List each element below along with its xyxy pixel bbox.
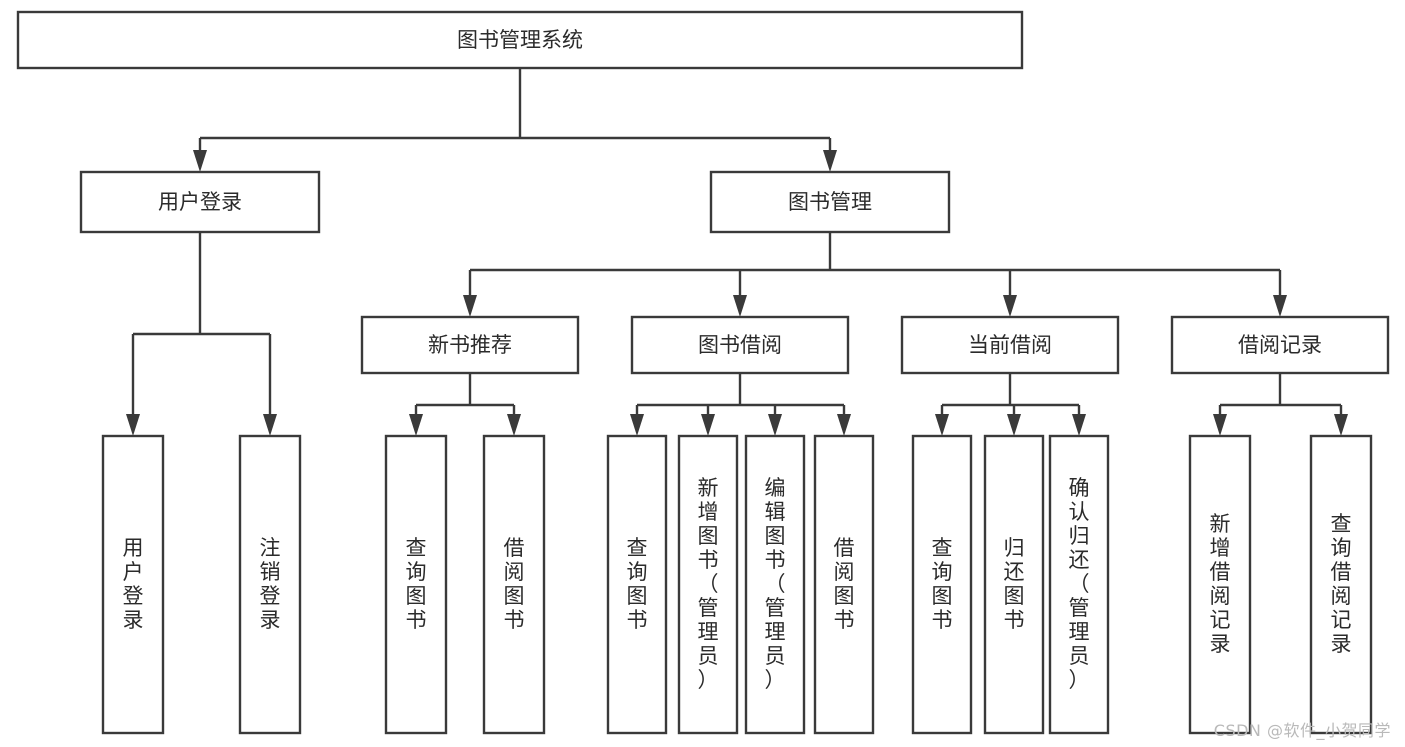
arrow-head-icon [630, 414, 644, 436]
node-box [482, 434, 546, 735]
node-leaf-4[interactable]: 查询图书 [606, 434, 668, 735]
arrow-head-icon [768, 414, 782, 436]
node-l3-3[interactable]: 借阅记录 [1170, 315, 1390, 375]
node-root-0[interactable]: 图书管理系统 [16, 10, 1024, 70]
node-box [911, 434, 973, 735]
node-leaf-10[interactable]: 确认归还（管理员） [1048, 434, 1110, 735]
node-box [384, 434, 448, 735]
node-leaf-9[interactable]: 归还图书 [983, 434, 1045, 735]
node-box [101, 434, 165, 735]
node-box [983, 434, 1045, 735]
node-label: 借阅图书 [834, 536, 855, 632]
node-label: 注销登录 [260, 536, 281, 632]
node-label: 编辑图书（管理员） [765, 476, 786, 692]
arrow-head-icon [935, 414, 949, 436]
arrow-head-icon [733, 295, 747, 317]
arrow-head-icon [837, 414, 851, 436]
node-l2-1[interactable]: 图书管理 [709, 170, 951, 234]
node-box [709, 170, 951, 234]
node-label: 新书推荐 [428, 333, 512, 357]
arrow-head-icon [193, 150, 207, 172]
watermark-label: CSDN @软件_小贺同学 [1213, 721, 1391, 740]
node-leaf-8[interactable]: 查询图书 [911, 434, 973, 735]
node-box [630, 315, 850, 375]
node-box [1309, 434, 1373, 735]
node-label: 确认归还（管理员） [1069, 476, 1090, 692]
node-label: 用户登录 [123, 536, 144, 632]
arrow-head-icon [1213, 414, 1227, 436]
node-label: 查询图书 [406, 536, 427, 632]
arrow-head-icon [463, 295, 477, 317]
node-box [79, 170, 321, 234]
node-leaf-0[interactable]: 用户登录 [101, 434, 165, 735]
node-leaf-2[interactable]: 查询图书 [384, 434, 448, 735]
node-box [1188, 434, 1252, 735]
node-leaf-7[interactable]: 借阅图书 [813, 434, 875, 735]
node-box [360, 315, 580, 375]
node-label: 图书借阅 [698, 333, 782, 357]
arrow-head-icon [1334, 414, 1348, 436]
node-label: 查询图书 [932, 536, 953, 632]
node-box [606, 434, 668, 735]
node-box [16, 10, 1024, 70]
arrow-head-icon [263, 414, 277, 436]
node-box [813, 434, 875, 735]
node-box [677, 434, 739, 735]
node-box [900, 315, 1120, 375]
arrow-head-icon [701, 414, 715, 436]
node-label: 查询借阅记录 [1331, 512, 1352, 656]
node-l2-0[interactable]: 用户登录 [79, 170, 321, 234]
node-label: 借阅图书 [504, 536, 525, 632]
node-label: 图书管理 [788, 190, 872, 214]
node-leaf-6[interactable]: 编辑图书（管理员） [744, 434, 806, 735]
arrow-head-icon [1003, 295, 1017, 317]
node-leaf-12[interactable]: 查询借阅记录 [1309, 434, 1373, 735]
arrow-head-icon [1007, 414, 1021, 436]
node-box [1048, 434, 1110, 735]
node-label: 借阅记录 [1238, 333, 1322, 357]
node-label: 新增借阅记录 [1210, 512, 1231, 656]
connector-layer [126, 68, 1348, 436]
node-l3-0[interactable]: 新书推荐 [360, 315, 580, 375]
arrow-head-icon [1072, 414, 1086, 436]
node-label: 图书管理系统 [457, 28, 583, 52]
node-leaf-11[interactable]: 新增借阅记录 [1188, 434, 1252, 735]
node-l3-1[interactable]: 图书借阅 [630, 315, 850, 375]
node-layer: 图书管理系统用户登录图书管理新书推荐图书借阅当前借阅借阅记录用户登录注销登录查询… [16, 10, 1390, 735]
node-leaf-3[interactable]: 借阅图书 [482, 434, 546, 735]
arrow-head-icon [126, 414, 140, 436]
node-label: 新增图书（管理员） [698, 476, 719, 692]
arrow-head-icon [409, 414, 423, 436]
arrow-head-icon [823, 150, 837, 172]
node-box [744, 434, 806, 735]
arrow-head-icon [507, 414, 521, 436]
node-label: 归还图书 [1004, 536, 1025, 632]
node-label: 当前借阅 [968, 333, 1052, 357]
node-box [1170, 315, 1390, 375]
node-leaf-5[interactable]: 新增图书（管理员） [677, 434, 739, 735]
node-leaf-1[interactable]: 注销登录 [238, 434, 302, 735]
node-l3-2[interactable]: 当前借阅 [900, 315, 1120, 375]
node-label: 查询图书 [627, 536, 648, 632]
arrow-head-icon [1273, 295, 1287, 317]
node-box [238, 434, 302, 735]
node-label: 用户登录 [158, 190, 242, 214]
